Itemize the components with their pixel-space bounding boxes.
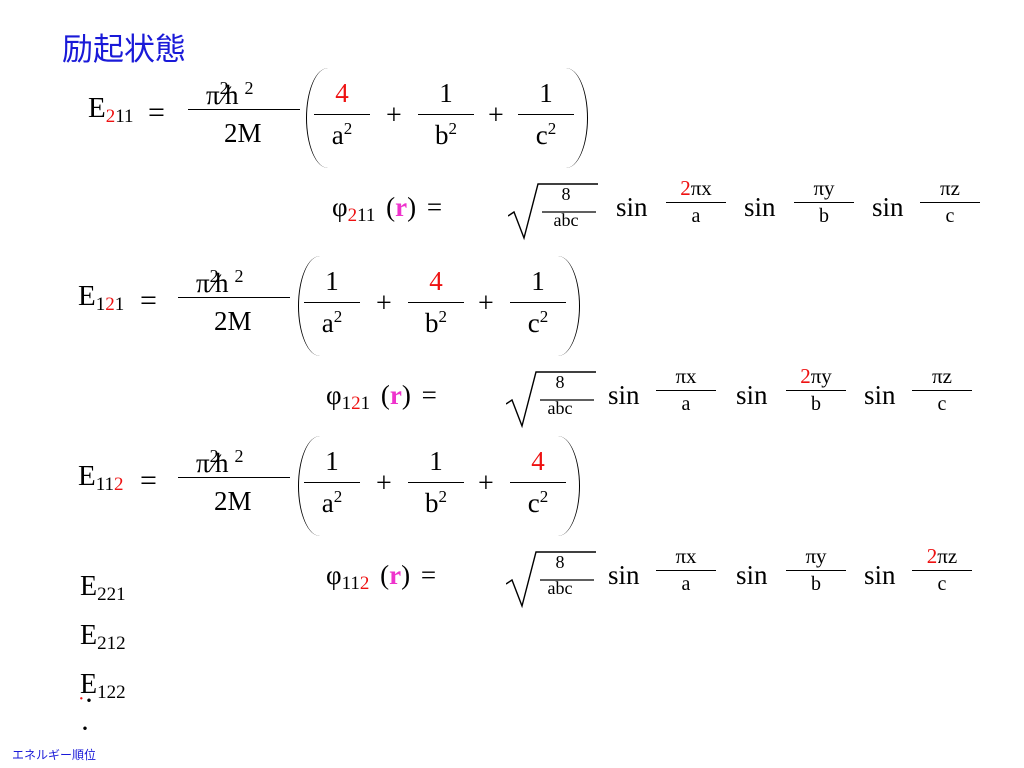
energy-level-122: E122 [80, 669, 126, 703]
plus-sign: + [376, 468, 392, 499]
prefactor-fraction-bar [178, 297, 290, 298]
sin-label: sin [616, 192, 648, 222]
energy-level-212: E212 [80, 620, 126, 654]
plus-sign: + [386, 100, 402, 131]
sin-label: sin [864, 560, 896, 590]
more-energy-levels: E221 E212 E122 [80, 566, 126, 713]
continuation-dot: · [84, 684, 94, 717]
sin-label: sin [864, 380, 896, 410]
page-title: 励起状態 [62, 32, 186, 68]
sqrt-sign [506, 551, 596, 609]
prefactor-denominator: 2M [214, 486, 252, 516]
prefactor-fraction-bar [178, 477, 290, 478]
equals-sign: = [148, 96, 165, 129]
continuation-dot: · [80, 712, 90, 745]
prefactor-denominator: 2M [224, 118, 262, 148]
energy-label: E112 [78, 460, 124, 495]
plus-sign: + [478, 288, 494, 319]
sqrt-denominator: abc [547, 398, 573, 418]
bracket [298, 436, 580, 536]
equals-sign: = [140, 284, 157, 317]
plus-sign: + [488, 100, 504, 131]
sin-label: sin [736, 560, 768, 590]
sqrt-numerator: 8 [555, 372, 565, 392]
equals-sign: = [140, 464, 157, 497]
sin-label: sin [608, 380, 640, 410]
wavefunction-label: φ112 (r) = [326, 560, 437, 594]
bracket [306, 68, 588, 168]
sin-label: sin [736, 380, 768, 410]
sqrt-sign [508, 183, 598, 241]
continuation-dot: · [78, 688, 85, 710]
sin-label: sin [872, 192, 904, 222]
sin-label: sin [744, 192, 776, 222]
sqrt-numerator: 8 [561, 184, 571, 204]
energy-label: E121 [78, 280, 125, 315]
plus-sign: + [376, 288, 392, 319]
sqrt-denominator: abc [547, 578, 573, 598]
plus-sign: + [478, 468, 494, 499]
energy-label: E211 [88, 92, 134, 127]
wavefunction-label: φ121 (r) = [326, 380, 437, 414]
prefactor-denominator: 2M [214, 306, 252, 336]
prefactor-fraction-bar [188, 109, 300, 110]
sqrt-sign [506, 371, 596, 429]
sin-label: sin [608, 560, 640, 590]
sqrt-numerator: 8 [555, 552, 565, 572]
energy-level-221: E221 [80, 571, 126, 605]
wavefunction-label: φ211 (r) = [332, 192, 443, 226]
footer-label: エネルギー順位 [12, 748, 97, 762]
bracket [298, 256, 580, 356]
sqrt-denominator: abc [553, 210, 579, 230]
